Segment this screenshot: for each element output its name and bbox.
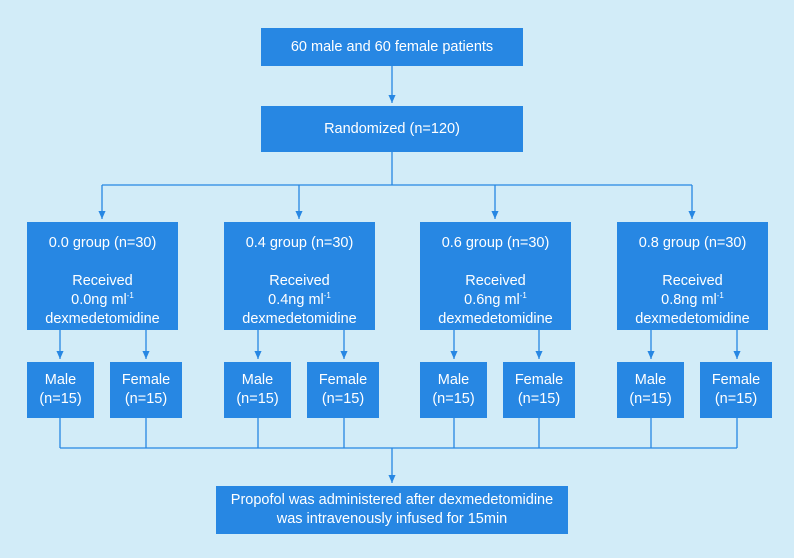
group-box-4: 0.8 group (n=30) Received 0.8ng ml-1 dex… [617, 222, 768, 330]
male-count: (n=15) [432, 391, 475, 407]
male-box: Male (n=15) [617, 362, 684, 418]
bottom-box: Propofol was administered after dexmedet… [216, 486, 568, 534]
female-box: Female (n=15) [307, 362, 379, 418]
drug-label: dexmedetomidine [438, 311, 553, 327]
male-count: (n=15) [39, 391, 82, 407]
randomized-box-text: Randomized (n=120) [324, 120, 460, 137]
male-box: Male (n=15) [27, 362, 94, 418]
dose-line: 0.0ng ml-1 [71, 291, 134, 310]
female-label: Female [711, 372, 761, 388]
group-title: 0.4 group (n=30) [245, 235, 354, 251]
female-label: Female [514, 372, 564, 388]
male-box: Male (n=15) [420, 362, 487, 418]
received-label: Received [72, 273, 133, 289]
dose-superscript: -1 [126, 291, 134, 300]
female-count: (n=15) [321, 391, 365, 407]
dose-text: 0.4ng ml [268, 292, 324, 308]
male-box: Male (n=15) [224, 362, 291, 418]
male-count: (n=15) [236, 391, 279, 407]
top-box: 60 male and 60 female patients [261, 28, 523, 66]
dose-text: 0.0ng ml [71, 292, 127, 308]
female-box: Female (n=15) [110, 362, 182, 418]
dose-text: 0.8ng ml [661, 292, 717, 308]
received-label: Received [269, 273, 330, 289]
drug-label: dexmedetomidine [242, 311, 357, 327]
dose-superscript: -1 [519, 291, 527, 300]
female-box: Female (n=15) [503, 362, 575, 418]
dose-line: 0.8ng ml-1 [661, 291, 724, 310]
female-count: (n=15) [714, 391, 758, 407]
female-label: Female [318, 372, 368, 388]
dose-superscript: -1 [716, 291, 724, 300]
randomized-box: Randomized (n=120) [261, 106, 523, 152]
received-label: Received [465, 273, 526, 289]
group-title: 0.0 group (n=30) [48, 235, 157, 251]
female-count: (n=15) [517, 391, 561, 407]
male-label: Male [634, 372, 667, 388]
dose-superscript: -1 [323, 291, 331, 300]
bottom-line-2: was intravenously infused for 15min [276, 511, 508, 527]
group-box-3: 0.6 group (n=30) Received 0.6ng ml-1 dex… [420, 222, 571, 330]
group-title: 0.6 group (n=30) [441, 235, 550, 251]
female-label: Female [121, 372, 171, 388]
drug-label: dexmedetomidine [635, 311, 750, 327]
dose-line: 0.4ng ml-1 [268, 291, 331, 310]
male-label: Male [241, 372, 274, 388]
female-box: Female (n=15) [700, 362, 772, 418]
male-count: (n=15) [629, 391, 672, 407]
drug-label: dexmedetomidine [45, 311, 160, 327]
dose-line: 0.6ng ml-1 [464, 291, 527, 310]
female-count: (n=15) [124, 391, 168, 407]
dose-text: 0.6ng ml [464, 292, 520, 308]
bottom-line-1: Propofol was administered after dexmedet… [230, 492, 554, 508]
group-box-1: 0.0 group (n=30) Received 0.0ng ml-1 dex… [27, 222, 178, 330]
group-title: 0.8 group (n=30) [638, 235, 747, 251]
male-label: Male [437, 372, 470, 388]
group-box-2: 0.4 group (n=30) Received 0.4ng ml-1 dex… [224, 222, 375, 330]
received-label: Received [662, 273, 723, 289]
male-label: Male [44, 372, 77, 388]
top-box-text: 60 male and 60 female patients [290, 38, 494, 55]
